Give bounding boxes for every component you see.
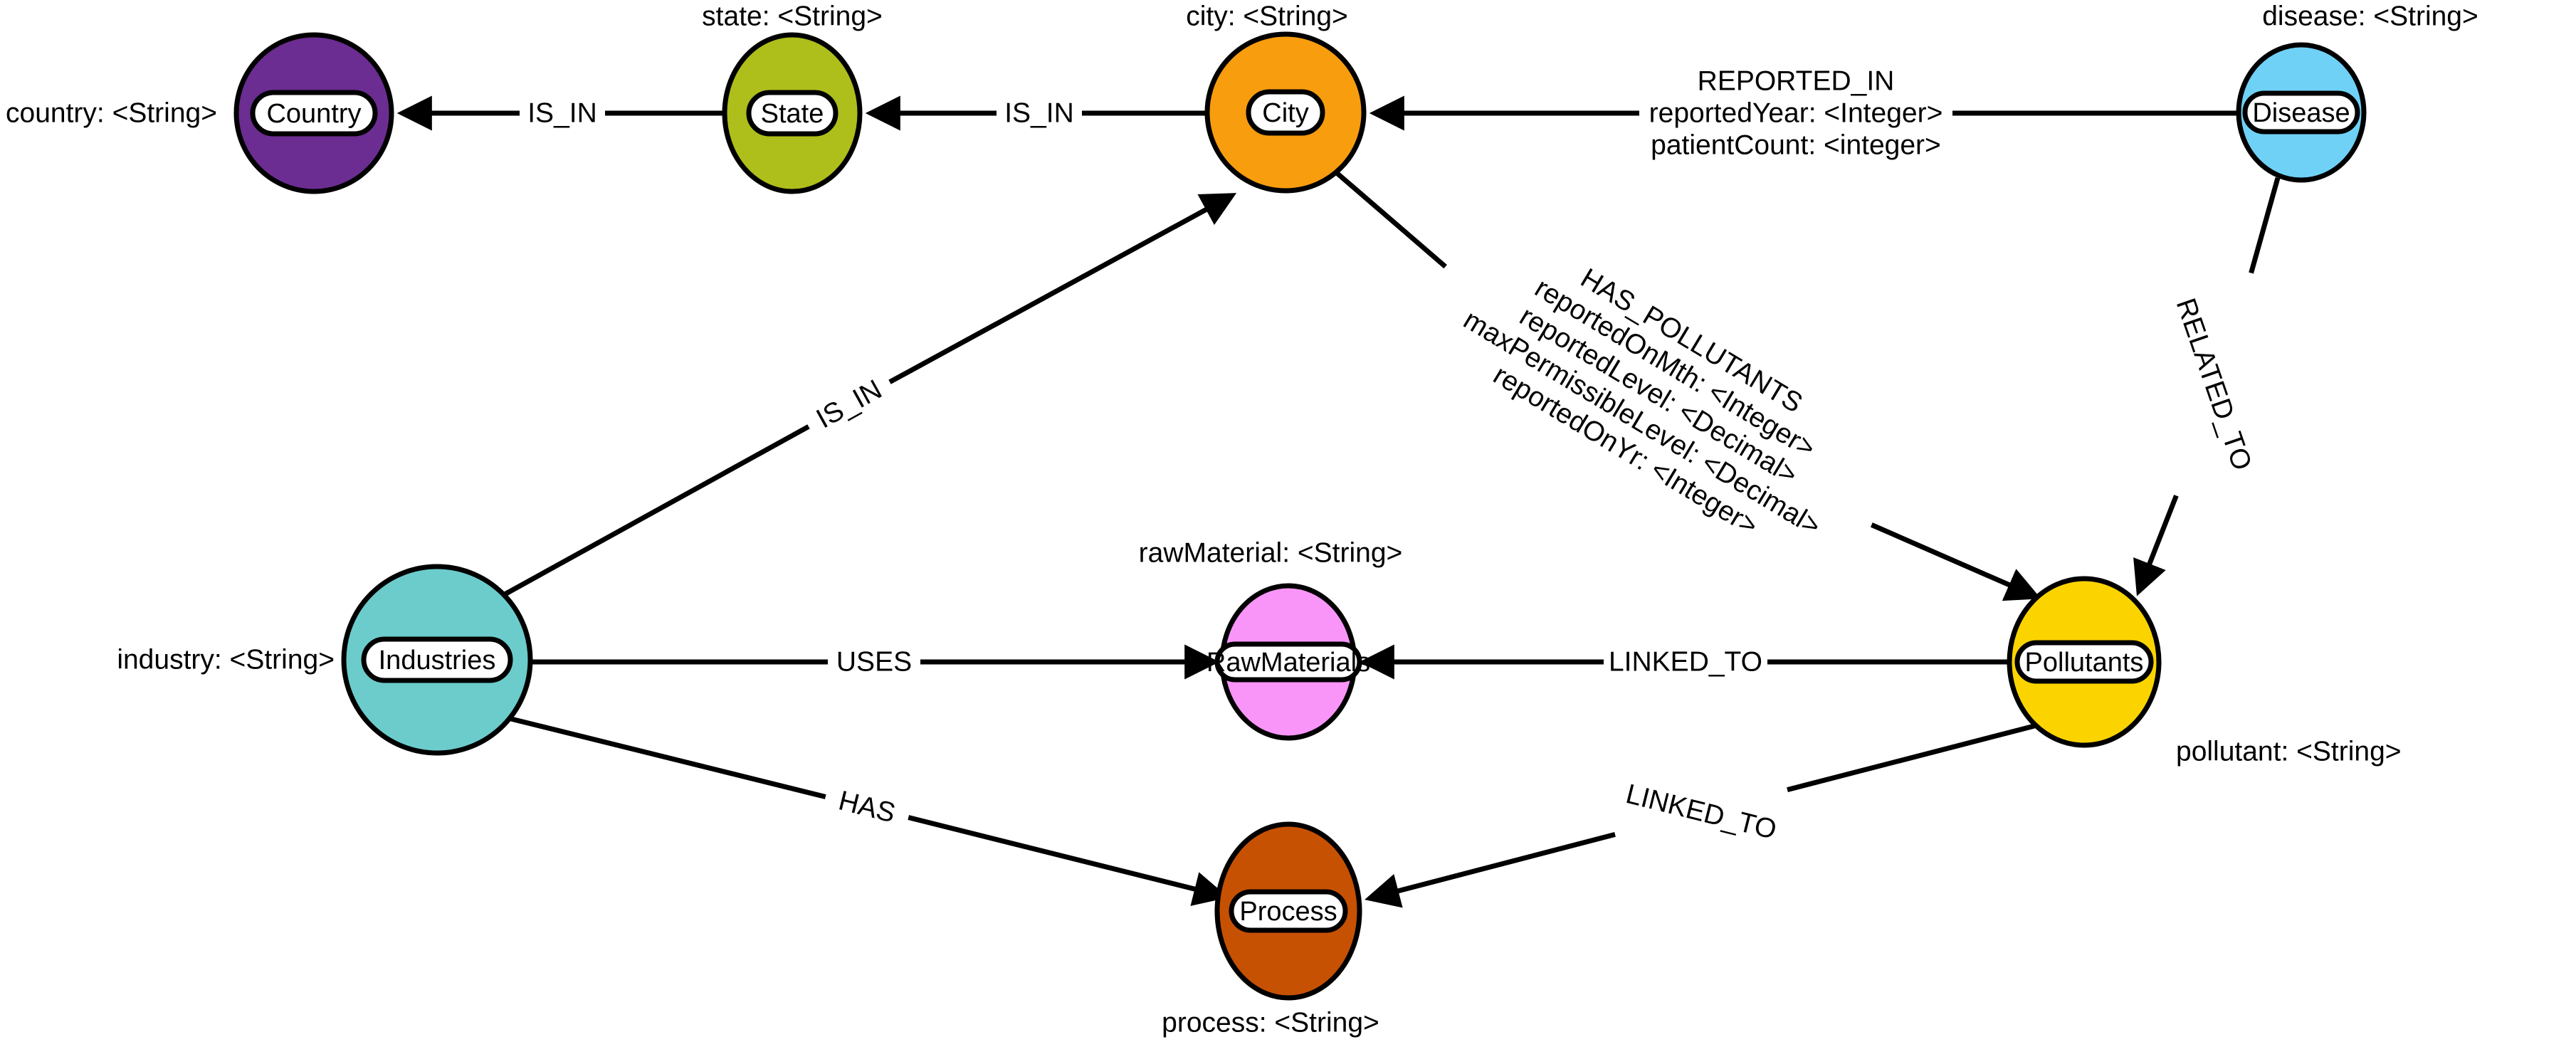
node-pill-industries	[361, 636, 513, 683]
edge-line-end	[2133, 495, 2179, 596]
edge-label-group: IS_IN	[1004, 98, 1074, 129]
edge-industries-has-process[interactable]: HAS	[510, 716, 1229, 906]
edge-label-group: LINKED_TO	[1623, 779, 1779, 846]
edge-label-line: REPORTED_IN	[1698, 66, 1895, 97]
node-label-rawmaterials: RawMaterials	[1206, 648, 1370, 678]
node-pill-state	[746, 90, 838, 137]
edge-line-end	[908, 815, 1229, 906]
edge-line-start	[510, 716, 826, 799]
edge-label-line: IS_IN	[527, 98, 597, 129]
node-label-city: City	[1262, 98, 1308, 128]
node-pollutants[interactable]: Pollutants pollutant: <String>	[2007, 576, 2402, 767]
edge-label-line: IS_IN	[811, 374, 887, 435]
node-property-state: state: <String>	[702, 1, 883, 32]
node-label-state: State	[761, 99, 824, 129]
edge-line-end	[1365, 831, 1616, 908]
node-label-country: Country	[266, 99, 361, 129]
node-industries[interactable]: Industries industry: <String>	[117, 564, 533, 756]
node-pill-process	[1229, 889, 1348, 933]
nodes-layer: Country country: <String> State state: <Str…	[6, 1, 2478, 1038]
edge-label-line: HAS	[836, 785, 898, 828]
node-label-pollutants: Pollutants	[2025, 648, 2144, 678]
node-property-pollutants: pollutant: <String>	[2176, 737, 2402, 767]
node-country[interactable]: Country country: <String>	[6, 32, 394, 194]
node-label-process: Process	[1239, 897, 1337, 927]
edge-disease-related-to-pollutants[interactable]: RELATED_TO	[2133, 177, 2281, 596]
node-property-rawmaterials: rawMaterial: <String>	[1139, 538, 1403, 569]
edge-pollutants-linked-to-process[interactable]: LINKED_TO	[1365, 723, 2035, 908]
edge-line-end	[1870, 522, 2041, 601]
edge-label-line: reportedYear: <Integer>	[1649, 98, 1943, 129]
edge-label-group: IS_IN	[527, 98, 597, 129]
edge-label-line: LINKED_TO	[1609, 647, 1762, 678]
edge-label-group: IS_IN	[811, 374, 887, 435]
edge-label-group: RELATED_TO	[2170, 295, 2258, 474]
edge-state-is-in-country[interactable]: IS_IN	[396, 95, 723, 131]
edge-industries-uses-rawmaterials[interactable]: USES	[532, 644, 1220, 680]
edge-label-line: RELATED_TO	[2170, 295, 2258, 474]
node-rawmaterials[interactable]: RawMaterials rawMaterial: <String>	[1139, 538, 1403, 741]
edge-industries-is-in-city[interactable]: IS_IN	[497, 193, 1237, 601]
node-city[interactable]: City city: <String>	[1186, 1, 1367, 194]
edge-label-line: IS_IN	[1004, 98, 1074, 129]
edge-city-is-in-state[interactable]: IS_IN	[865, 95, 1206, 131]
edge-label-group: LINKED_TO	[1609, 647, 1762, 678]
node-pill-disease	[2242, 90, 2360, 135]
edge-label-line: patientCount: <integer>	[1651, 130, 1941, 161]
edge-line-start	[1787, 723, 2035, 793]
edge-line-end	[888, 193, 1237, 384]
edge-line-start	[497, 424, 810, 601]
edge-label-group: USES	[836, 647, 912, 678]
node-label-disease: Disease	[2252, 98, 2350, 128]
node-property-disease: disease: <String>	[2262, 1, 2478, 32]
node-property-process: process: <String>	[1162, 1008, 1379, 1038]
node-pill-country	[250, 90, 378, 137]
node-disease[interactable]: Disease disease: <String>	[2236, 1, 2478, 183]
edge-label-line: LINKED_TO	[1623, 779, 1779, 846]
edge-line-start	[1335, 171, 1447, 269]
edge-pollutants-linked-to-rawmaterials[interactable]: LINKED_TO	[1359, 644, 2007, 680]
node-process[interactable]: Process process: <String>	[1162, 821, 1379, 1038]
node-state[interactable]: State state: <String>	[702, 1, 883, 194]
node-property-country: country: <String>	[6, 98, 217, 129]
edge-label-group: HAS	[836, 785, 898, 828]
node-property-city: city: <String>	[1186, 1, 1348, 32]
node-pill-city	[1246, 89, 1325, 136]
node-property-industries: industry: <String>	[117, 645, 335, 675]
node-pill-pollutants	[2014, 640, 2154, 684]
node-label-industries: Industries	[379, 646, 496, 675]
edge-line-start	[2249, 177, 2281, 274]
node-pill-rawmaterials	[1214, 641, 1362, 683]
edge-label-line: USES	[836, 647, 912, 678]
